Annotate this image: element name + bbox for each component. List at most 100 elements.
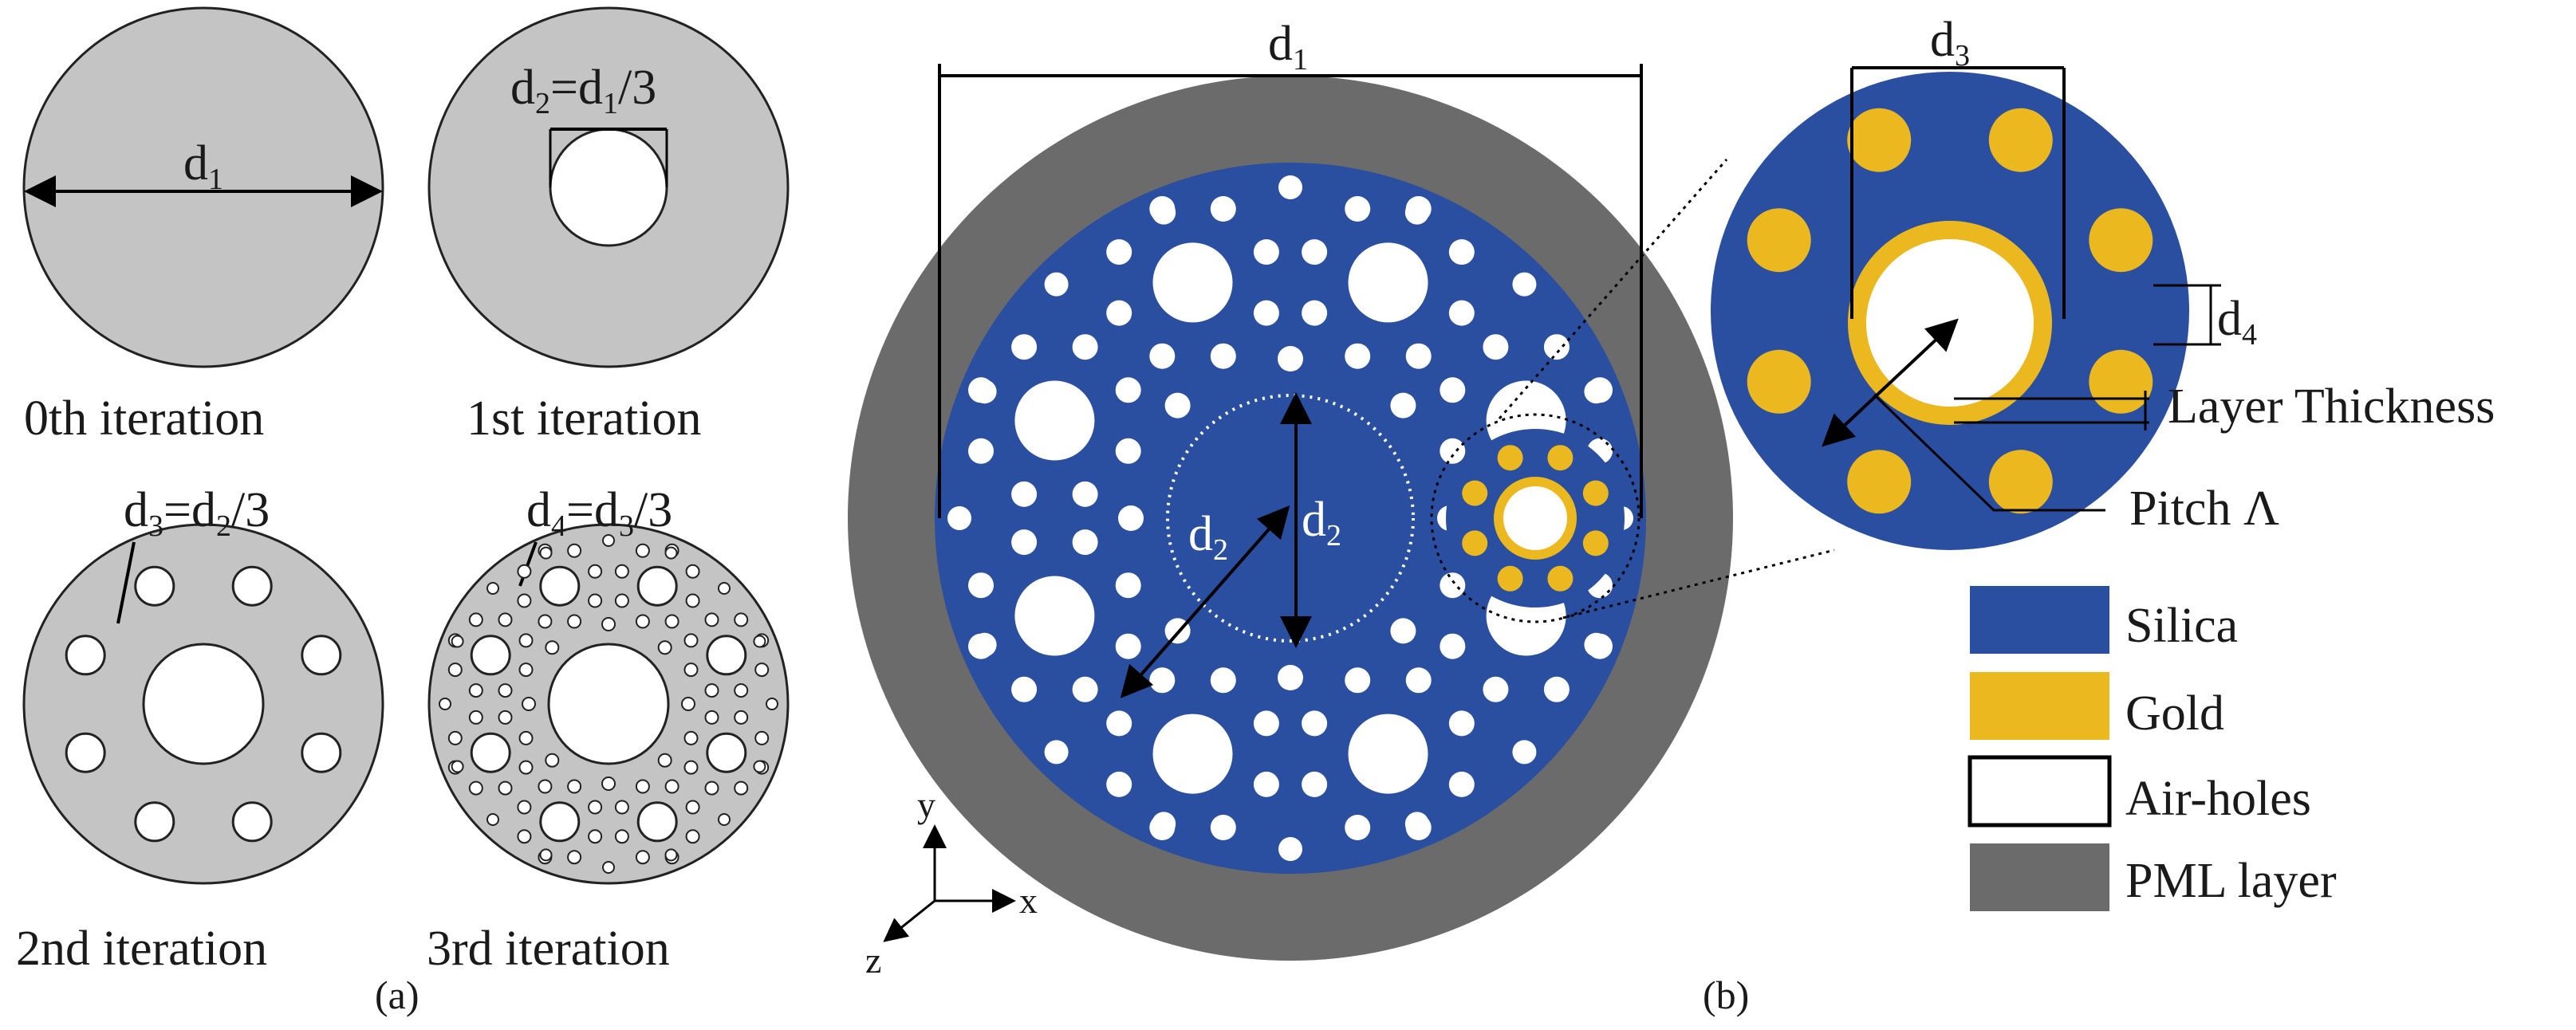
air-hole xyxy=(498,710,513,725)
air-hole xyxy=(1072,334,1098,360)
air-hole xyxy=(539,848,553,862)
x-axis-label: x xyxy=(1019,880,1038,921)
iteration-1: d2=d1/3 1st iteration xyxy=(427,6,790,446)
d4-label: d4 xyxy=(2217,292,2257,352)
air-hole xyxy=(1072,676,1098,702)
air-hole xyxy=(683,662,699,678)
air-hole xyxy=(468,683,483,698)
air-hole xyxy=(1404,812,1429,836)
legend-air-swatch xyxy=(1967,755,2112,828)
iteration-2-core xyxy=(142,643,265,765)
air-hole xyxy=(486,813,499,826)
air-hole xyxy=(231,801,273,843)
air-hole xyxy=(1302,300,1328,326)
air-hole xyxy=(947,506,971,530)
legend: Silica Gold Air-holes PML layer xyxy=(1967,586,2337,911)
pitch-leader xyxy=(1873,393,2105,512)
air-hole xyxy=(588,564,603,579)
air-hole xyxy=(1302,710,1328,737)
air-hole xyxy=(1106,710,1132,737)
air-hole xyxy=(636,565,678,607)
air-hole xyxy=(968,438,994,464)
air-hole xyxy=(1348,714,1428,794)
air-hole xyxy=(588,800,603,815)
d2-eq-label: d2=d1/3 xyxy=(510,61,656,120)
air-hole xyxy=(1345,343,1371,369)
air-hole xyxy=(1448,710,1475,737)
panel-a: d1 0th iteration d2=d1/3 1st iteration d… xyxy=(16,6,790,1017)
air-hole xyxy=(518,633,534,648)
air-hole xyxy=(1483,334,1509,360)
air-hole xyxy=(602,534,615,547)
air-hole xyxy=(1302,239,1328,265)
air-hole xyxy=(1345,667,1371,694)
air-hole xyxy=(704,780,719,796)
air-hole xyxy=(439,698,451,710)
air-hole xyxy=(1115,438,1141,464)
air-hole xyxy=(1115,633,1141,659)
air-hole xyxy=(664,614,679,629)
d2-label-left: d2 xyxy=(1188,507,1228,567)
gold-cluster xyxy=(1446,429,1625,607)
air-hole xyxy=(601,617,616,631)
panel-b-label: (b) xyxy=(1703,973,1749,1017)
air-hole xyxy=(1253,771,1279,797)
gold-hole xyxy=(1988,108,2053,172)
air-hole xyxy=(685,829,700,844)
gold-hole xyxy=(1582,480,1609,506)
air-hole xyxy=(1210,815,1236,840)
air-hole xyxy=(683,633,699,648)
air-hole xyxy=(539,565,581,607)
air-hole xyxy=(664,848,678,862)
air-hole xyxy=(636,801,678,843)
air-hole xyxy=(1115,377,1141,403)
zoom-ring-dotted xyxy=(1430,413,1641,623)
air-hole xyxy=(704,683,719,698)
pitch-label: Pitch Λ xyxy=(2129,482,2279,536)
air-hole xyxy=(498,683,513,698)
air-hole xyxy=(601,776,616,791)
air-hole xyxy=(1543,334,1570,360)
air-hole xyxy=(65,732,106,773)
air-hole xyxy=(1149,667,1176,694)
air-hole xyxy=(301,732,342,773)
air-hole xyxy=(1440,377,1466,403)
air-hole xyxy=(754,662,770,678)
air-hole xyxy=(1210,196,1236,222)
d4-pointer-a xyxy=(518,541,538,587)
air-hole xyxy=(301,635,342,676)
pitch-arrow xyxy=(1822,318,1959,447)
air-hole xyxy=(614,800,629,815)
layer-thickness-label: Layer Thickness xyxy=(2168,379,2495,434)
air-hole xyxy=(635,543,650,558)
air-hole xyxy=(65,635,106,676)
air-hole xyxy=(1072,529,1098,556)
caption-0th: 0th iteration xyxy=(24,391,264,446)
air-hole xyxy=(1014,576,1095,656)
air-hole xyxy=(1152,812,1176,836)
air-hole xyxy=(1405,667,1432,694)
d3-label: d3 xyxy=(1930,13,1970,73)
air-hole xyxy=(1440,633,1466,659)
air-hole xyxy=(664,779,679,794)
iteration-1-hole xyxy=(549,128,668,247)
air-hole xyxy=(683,730,699,745)
air-hole xyxy=(468,710,483,725)
air-hole xyxy=(1543,676,1570,702)
air-hole xyxy=(1253,710,1279,737)
air-hole xyxy=(447,730,463,745)
caption-3rd: 3rd iteration xyxy=(427,922,670,976)
air-hole xyxy=(538,779,553,794)
air-hole xyxy=(1152,714,1233,794)
air-hole xyxy=(1115,572,1141,599)
air-hole xyxy=(522,697,536,711)
air-hole xyxy=(468,780,483,796)
air-hole xyxy=(1118,505,1144,531)
air-hole xyxy=(451,635,464,648)
legend-silica: Silica xyxy=(1970,586,2238,654)
coordinate-axes: y x z xyxy=(865,784,1038,981)
gold-hole xyxy=(1497,565,1523,592)
air-hole xyxy=(685,800,700,815)
air-hole xyxy=(451,760,464,773)
air-hole xyxy=(1278,175,1302,199)
